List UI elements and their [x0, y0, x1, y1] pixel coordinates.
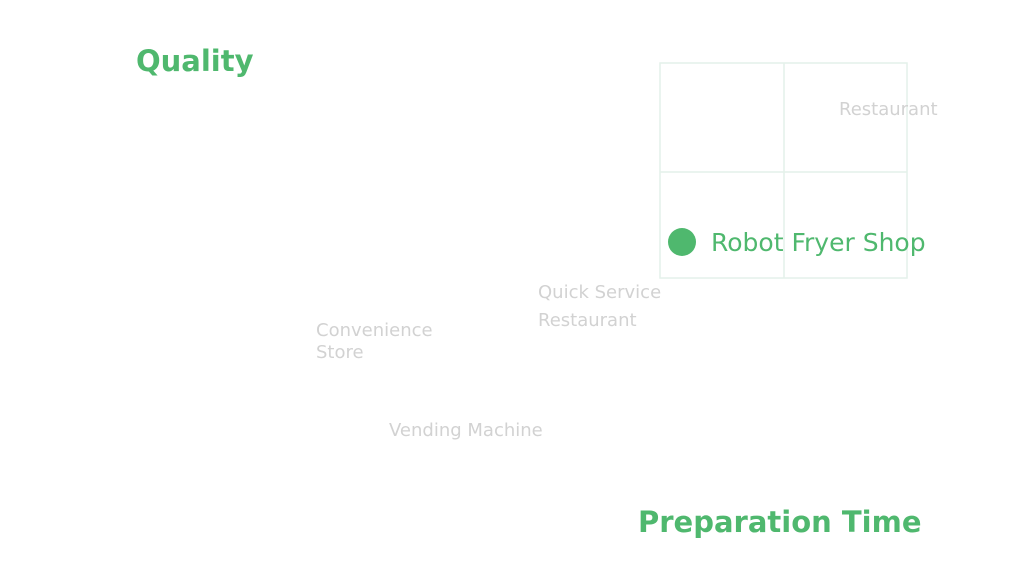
point-label-line: Quick Service [538, 282, 661, 303]
x-axis-title: Preparation Time [638, 505, 922, 539]
point-marker-robot-fryer-shop [668, 228, 696, 256]
point-label-line: Vending Machine [389, 420, 543, 441]
y-axis-title: Quality [136, 44, 254, 78]
point-label-line: Restaurant [538, 310, 637, 331]
point-label-line: Store [316, 342, 364, 363]
point-label-restaurant: Restaurant [839, 99, 938, 120]
point-label-line: Convenience [316, 320, 433, 341]
point-label-line: Robot Fryer Shop [711, 228, 926, 257]
point-label-robot-fryer-shop: Robot Fryer Shop [711, 228, 926, 257]
point-label-vending-machine: Vending Machine [389, 420, 543, 441]
point-label-line: Restaurant [839, 99, 938, 120]
